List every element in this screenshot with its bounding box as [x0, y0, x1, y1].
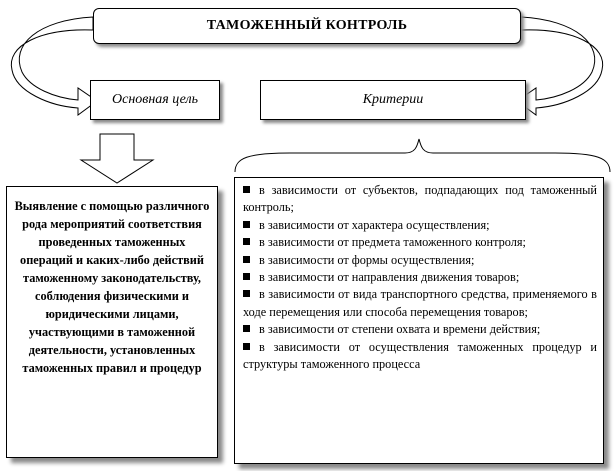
criteria-label: Критерии — [362, 92, 424, 107]
bullet-icon — [243, 273, 250, 281]
bullet-icon — [243, 220, 250, 228]
bullet-icon — [243, 342, 250, 350]
bullet-icon — [243, 238, 250, 246]
title-box: ТАМОЖЕННЫЙ КОНТРОЛЬ — [93, 8, 521, 44]
left-curved-arrow — [10, 16, 98, 116]
bullet-icon — [243, 325, 250, 333]
down-arrow — [79, 133, 155, 184]
goal-description-box: Выявление с помощью различного рода меро… — [6, 186, 218, 458]
bullet-icon — [243, 255, 250, 263]
bullet-icon — [243, 290, 250, 298]
goal-label-box: Основная цель — [90, 80, 220, 120]
criteria-item: в зависимости от осуществления таможенны… — [243, 339, 597, 372]
criteria-item: в зависимости от предмета таможенного ко… — [243, 234, 597, 251]
criteria-item: в зависимости от характера осуществления… — [243, 217, 597, 234]
criteria-item: в зависимости от вида транспортного сред… — [243, 287, 597, 319]
right-curved-arrow — [516, 16, 604, 116]
bullet-icon — [243, 186, 250, 193]
criteria-item: в зависимости от формы осуществления; — [243, 252, 597, 269]
criteria-item: в зависимости от степени охвата и времен… — [243, 321, 597, 338]
criteria-list-box: в зависимости от субъектов, подпадающих … — [234, 177, 604, 464]
criteria-list: в зависимости от субъектов, подпадающих … — [243, 182, 597, 373]
criteria-item: в зависимости от направления движения то… — [243, 269, 597, 286]
diagram-title: ТАМОЖЕННЫЙ КОНТРОЛЬ — [206, 18, 408, 33]
goal-label: Основная цель — [112, 92, 198, 107]
curly-brace — [234, 138, 611, 173]
criteria-item: в зависимости от субъектов, подпадающих … — [243, 183, 597, 215]
criteria-label-box: Критерии — [260, 80, 526, 120]
goal-description: Выявление с помощью различного рода меро… — [14, 199, 210, 375]
